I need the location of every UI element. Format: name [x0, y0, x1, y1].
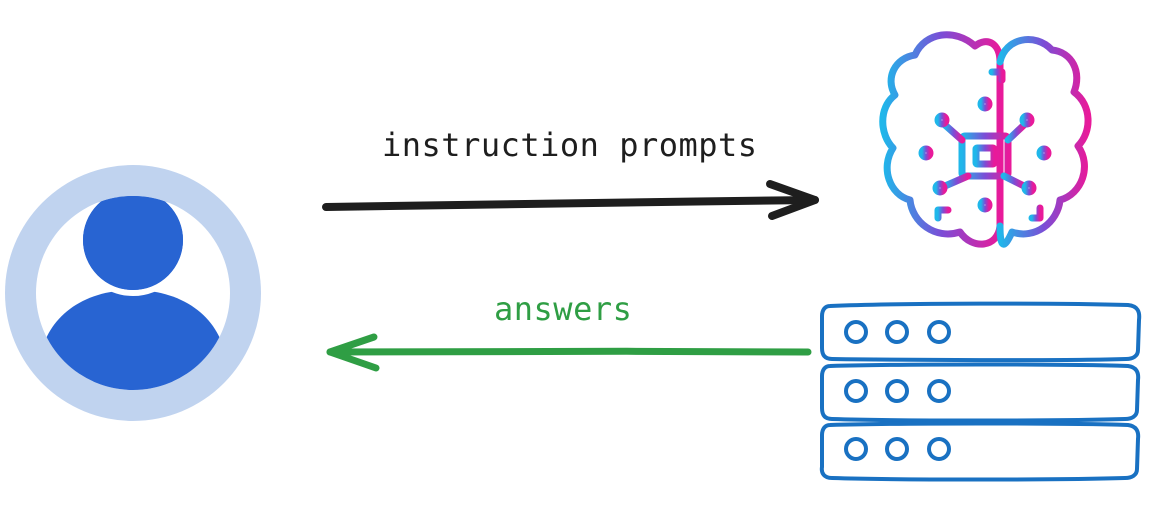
- server-rack-icon: [819, 301, 1142, 482]
- server-unit: [820, 362, 1141, 423]
- server-unit: [819, 421, 1141, 482]
- forward-arrow: [322, 180, 819, 220]
- server-unit: [820, 301, 1142, 363]
- ai-brain-chip-icon: [879, 31, 1092, 248]
- back-edge-label: answers: [494, 290, 633, 328]
- back-arrow: [326, 333, 812, 372]
- user-avatar-icon: [5, 165, 261, 421]
- forward-edge-label: instruction prompts: [382, 126, 758, 164]
